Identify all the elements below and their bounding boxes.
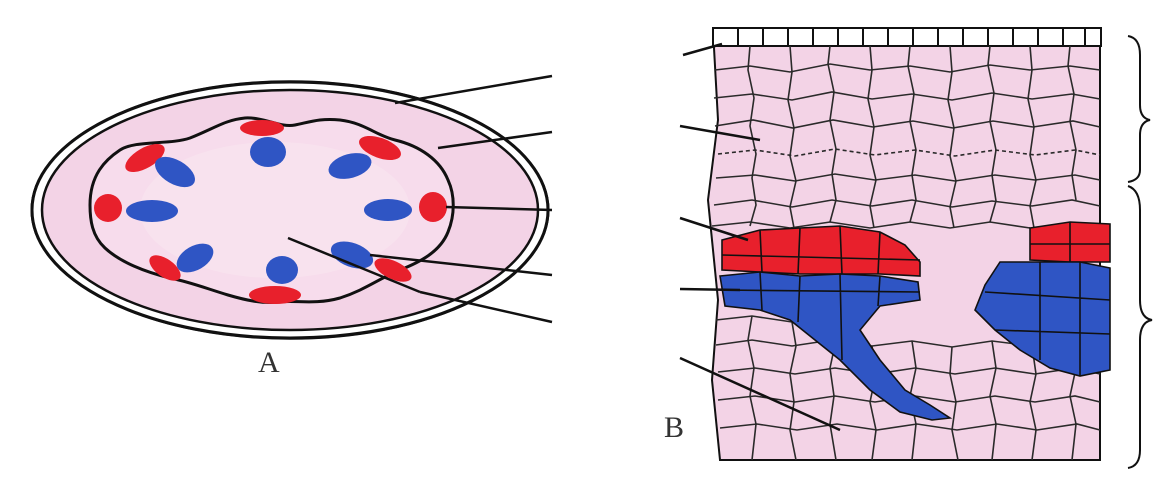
xylem-bundle (364, 199, 412, 221)
phloem-bundle (419, 192, 447, 222)
xylem-bundle (126, 200, 178, 222)
phloem-bundle (249, 286, 301, 304)
panel-a-label: A (258, 346, 280, 379)
leader-line (680, 289, 740, 290)
epidermis-cells (713, 28, 1101, 46)
panel-b-tissue-detail: B (664, 28, 1152, 468)
xylem-bundle (250, 137, 286, 167)
leader-line (395, 76, 552, 103)
panel-b-braces (1128, 36, 1152, 468)
panel-a-stem-cross-section: A (32, 76, 552, 379)
panel-b-label: B (664, 411, 684, 444)
brace-lower (1128, 186, 1152, 468)
phloem-bundle (94, 194, 122, 222)
brace-upper (1128, 36, 1150, 182)
phloem-bundle (240, 120, 284, 136)
xylem-bundle (266, 256, 298, 284)
